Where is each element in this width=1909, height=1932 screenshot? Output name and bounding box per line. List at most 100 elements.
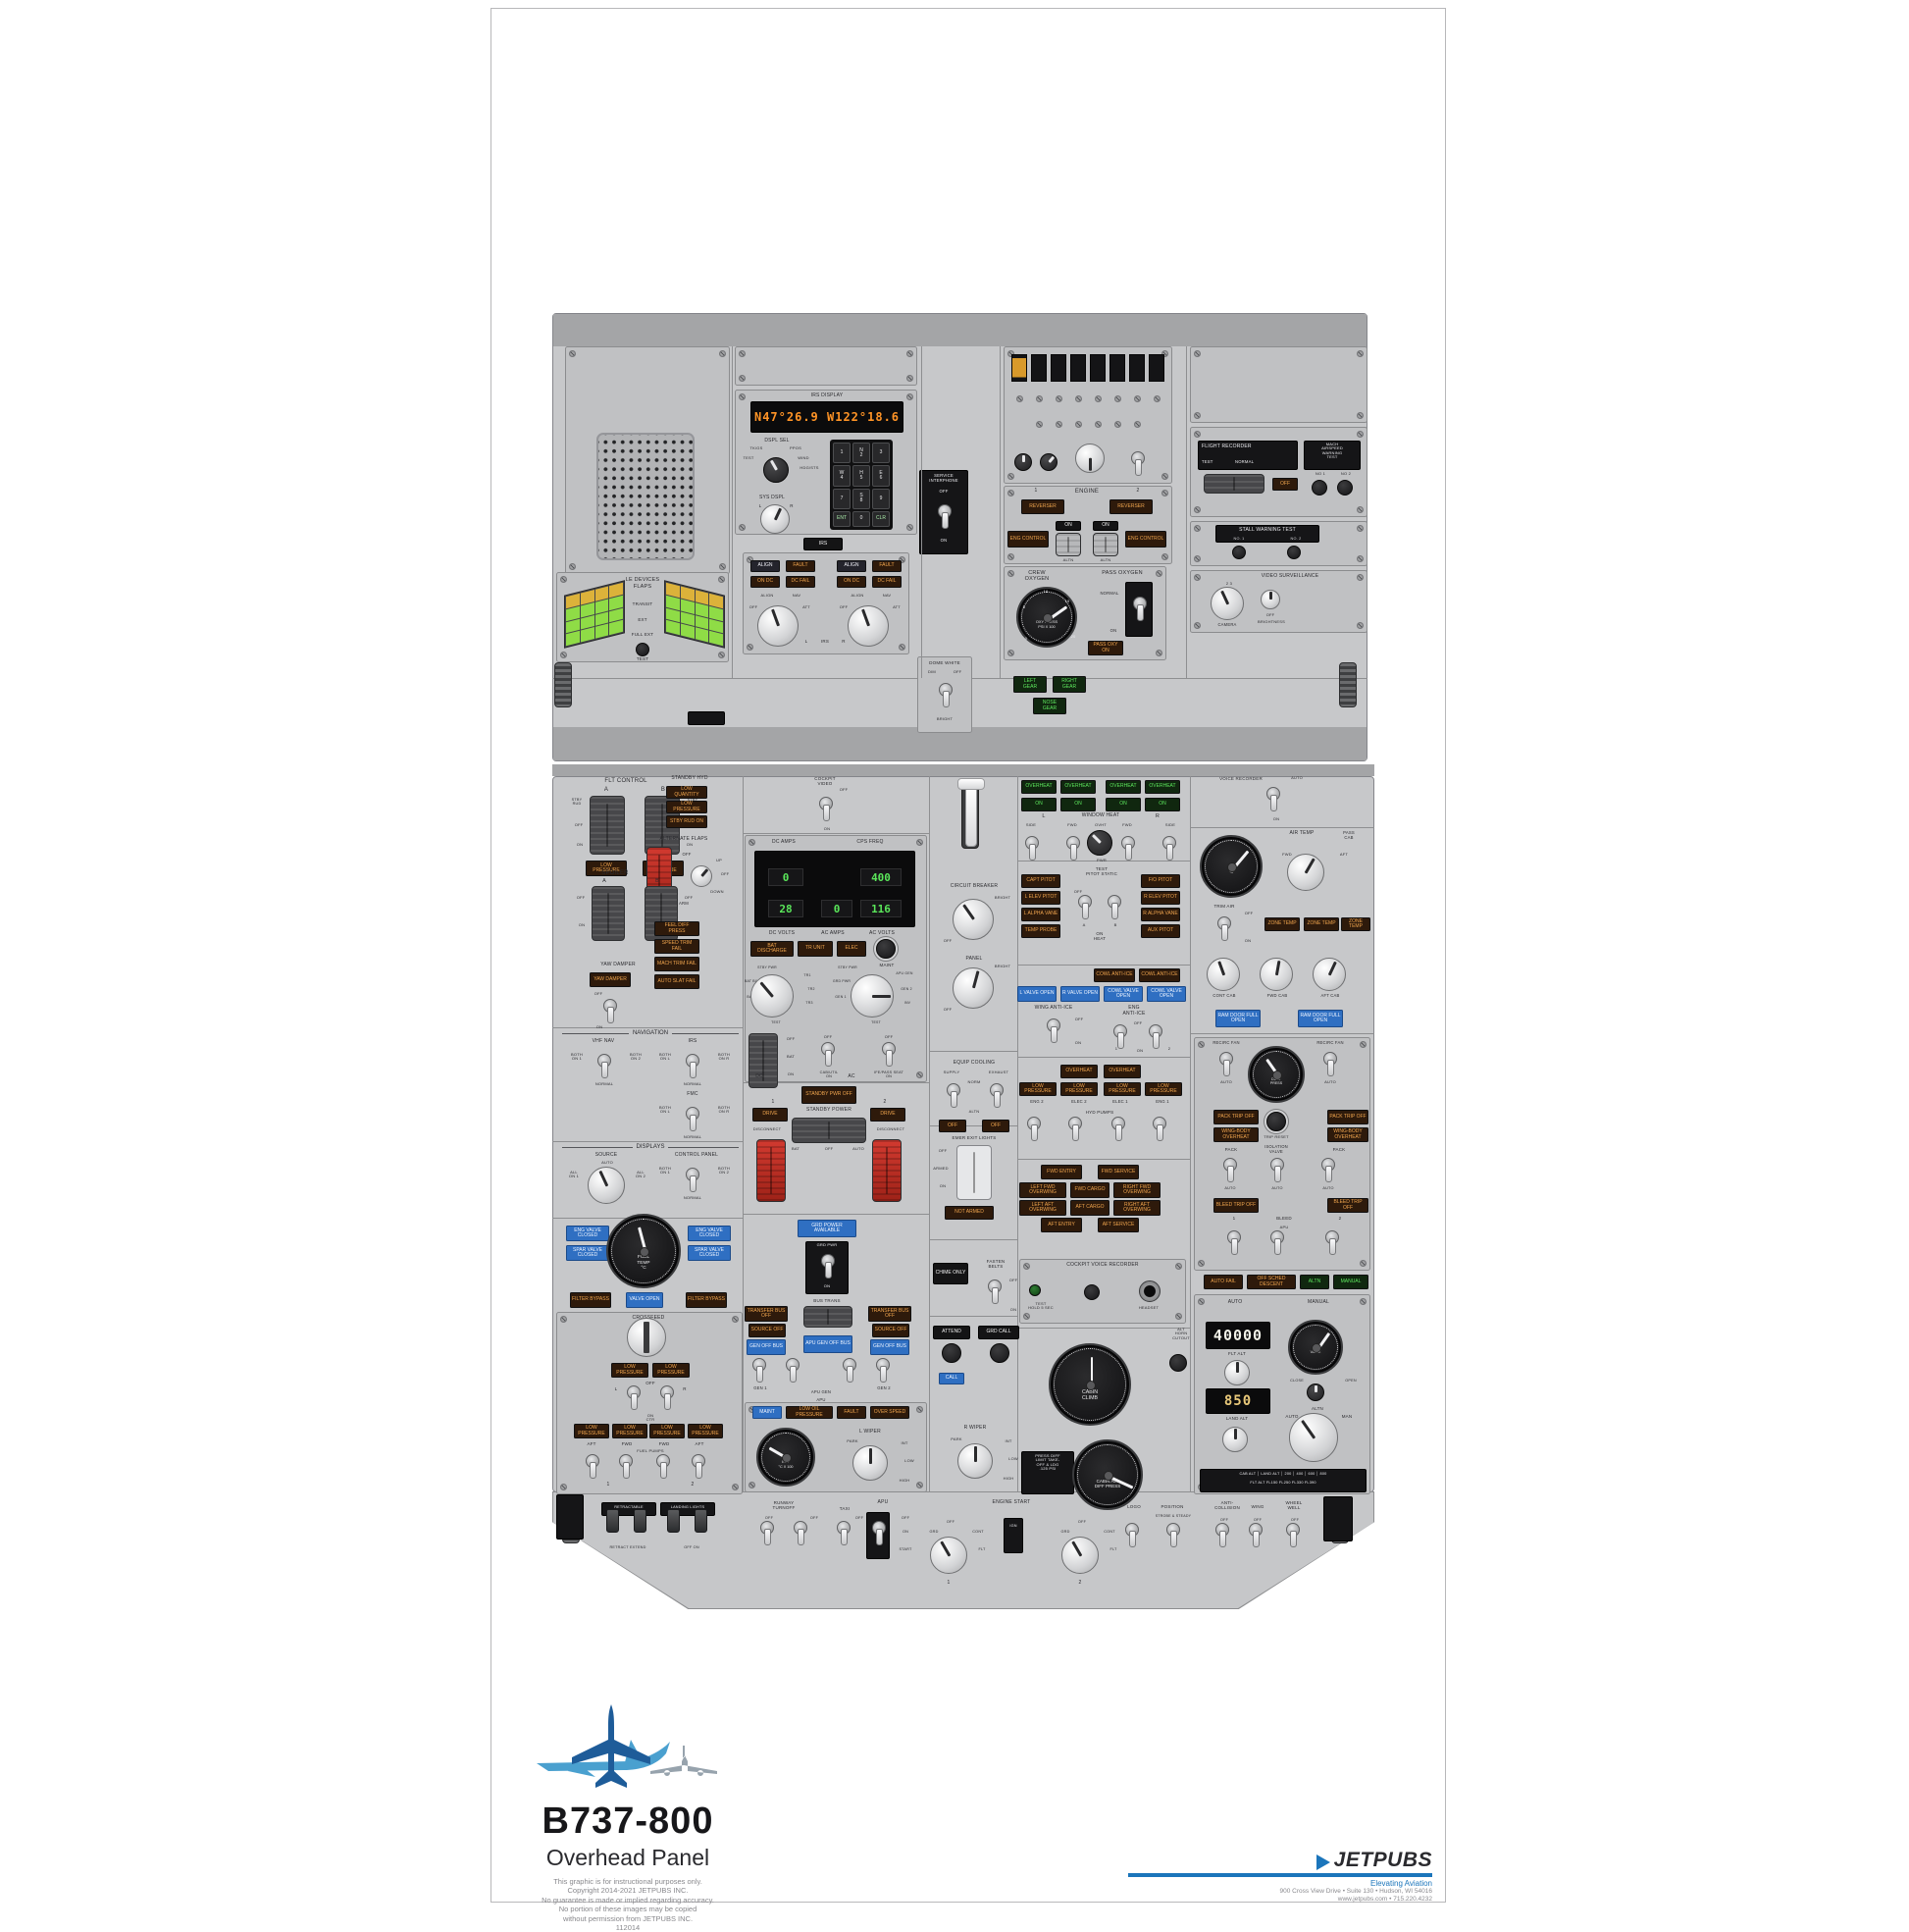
flight-recorder-switch[interactable] — [1204, 474, 1264, 494]
fasten-belts-switch[interactable] — [986, 1277, 1002, 1306]
window-heat-l-fwd-switch[interactable] — [1064, 833, 1080, 862]
drive-disconnect-1-switch[interactable] — [756, 1139, 786, 1202]
equip-cooling-exhaust-switch[interactable] — [988, 1080, 1004, 1110]
camera-selector-knob[interactable] — [1211, 587, 1244, 620]
air-temp-source-selector[interactable] — [1287, 854, 1324, 891]
window-heat-r-side-switch[interactable] — [1161, 833, 1176, 862]
pass-oxygen-switch[interactable] — [1131, 594, 1147, 623]
mach-warning-test-1-button[interactable] — [1312, 480, 1327, 496]
dome-light-switch[interactable] — [937, 680, 953, 709]
ac-meters-selector[interactable] — [851, 974, 894, 1018]
service-interphone-switch[interactable] — [936, 501, 952, 531]
right-retractable-landing-light-switch[interactable] — [634, 1509, 646, 1533]
gen-1-switch[interactable] — [750, 1355, 766, 1384]
apu-bleed-switch[interactable] — [1268, 1227, 1284, 1257]
wheel-well-light-switch[interactable] — [1284, 1520, 1300, 1549]
voice-recorder-switch[interactable] — [1264, 784, 1280, 813]
cvr-test-button[interactable] — [1084, 1284, 1100, 1300]
irs-transfer-switch[interactable] — [684, 1051, 699, 1080]
wing-anti-ice-switch[interactable] — [1045, 1016, 1060, 1045]
keypad-key-W4[interactable]: W 4 — [833, 465, 851, 487]
aft-cab-temp-selector[interactable] — [1313, 958, 1346, 991]
right-wiper-selector[interactable] — [957, 1443, 993, 1479]
circuit-breaker-light-knob[interactable] — [953, 899, 994, 940]
hyd-pump-elec-2-switch[interactable] — [1066, 1114, 1082, 1143]
spoiler-a-switch[interactable] — [592, 886, 625, 941]
maint-button[interactable] — [876, 939, 896, 959]
fuel-pump-2-fwd-switch[interactable] — [654, 1451, 670, 1481]
dspl-sel-knob[interactable] — [763, 457, 789, 483]
logo-light-switch[interactable] — [1123, 1520, 1139, 1549]
probe-heat-a-switch[interactable] — [1076, 892, 1092, 921]
window-heat-test-switch[interactable] — [1087, 830, 1112, 856]
cab-util-switch[interactable] — [819, 1039, 835, 1069]
fmc-transfer-switch[interactable] — [684, 1104, 699, 1133]
emer-exit-lights-switch[interactable] — [956, 1145, 992, 1200]
fuel-pump-2-aft-switch[interactable] — [690, 1451, 705, 1481]
test-toggle[interactable] — [1129, 448, 1145, 478]
trip-reset-button[interactable] — [1266, 1112, 1286, 1131]
fwd-cab-temp-selector[interactable] — [1260, 958, 1293, 991]
stall-warning-test-1-button[interactable] — [1232, 546, 1246, 559]
left-fixed-landing-light-switch[interactable] — [667, 1509, 680, 1533]
sys-dspl-knob[interactable] — [760, 504, 790, 534]
keypad-key-N2[interactable]: N 2 — [852, 443, 870, 464]
le-devices-test-button[interactable] — [636, 643, 649, 656]
hyd-pump-eng-2-switch[interactable] — [1025, 1114, 1041, 1143]
test-knob-left[interactable] — [1014, 453, 1032, 471]
right-recirc-fan-switch[interactable] — [1321, 1049, 1337, 1078]
aft-panel-latch-right[interactable] — [1339, 662, 1357, 707]
keypad-key-CLR[interactable]: CLR — [872, 510, 890, 527]
standby-power-switch[interactable] — [792, 1118, 866, 1143]
crossfeed-selector[interactable] — [627, 1318, 666, 1357]
ctr-fuel-pump-right-switch[interactable] — [658, 1383, 674, 1412]
alt-horn-cutout-button[interactable] — [1169, 1354, 1187, 1372]
keypad-key-9[interactable]: 9 — [872, 488, 890, 509]
ground-call-button[interactable] — [990, 1343, 1009, 1363]
irs-left-mode-selector[interactable] — [757, 605, 799, 647]
cont-cab-temp-selector[interactable] — [1207, 958, 1240, 991]
vhf-nav-transfer-switch[interactable] — [595, 1051, 611, 1080]
ctr-fuel-pump-left-switch[interactable] — [625, 1383, 641, 1412]
keypad-key-0[interactable]: 0 — [852, 510, 870, 527]
keypad-key-1[interactable]: 1 — [833, 443, 851, 464]
isolation-valve-switch[interactable] — [1268, 1155, 1284, 1184]
left-recirc-fan-switch[interactable] — [1217, 1049, 1233, 1078]
taxi-light-switch[interactable] — [835, 1518, 851, 1547]
bus-trans-switch[interactable] — [803, 1306, 852, 1328]
hyd-pump-eng-1-switch[interactable] — [1151, 1114, 1166, 1143]
test-knob-mid[interactable] — [1040, 453, 1058, 471]
cockpit-video-switch[interactable] — [817, 794, 833, 823]
engine-1-start-selector[interactable] — [930, 1537, 967, 1574]
eec-1-switch[interactable] — [1056, 533, 1081, 556]
apu-gen-1-switch[interactable] — [784, 1355, 800, 1384]
mach-warning-test-2-button[interactable] — [1337, 480, 1353, 496]
keypad-key-3[interactable]: 3 — [872, 443, 890, 464]
engine-2-start-selector[interactable] — [1061, 1537, 1099, 1574]
yaw-damper-switch[interactable] — [601, 996, 617, 1025]
gen-2-switch[interactable] — [874, 1355, 890, 1384]
probe-heat-b-switch[interactable] — [1106, 892, 1121, 921]
cvr-status-light[interactable] — [1029, 1284, 1041, 1296]
bleed-1-switch[interactable] — [1225, 1227, 1241, 1257]
panel-light-knob[interactable] — [953, 967, 994, 1009]
fuel-pump-1-fwd-switch[interactable] — [617, 1451, 633, 1481]
equip-cooling-supply-switch[interactable] — [945, 1080, 960, 1110]
drive-disconnect-2-switch[interactable] — [872, 1139, 902, 1202]
alternate-flaps-selector[interactable] — [691, 865, 712, 887]
right-pack-switch[interactable] — [1319, 1155, 1335, 1184]
aft-panel-latch-left[interactable] — [554, 662, 572, 707]
position-light-switch[interactable] — [1164, 1520, 1180, 1549]
keypad-key-H5[interactable]: H 5 — [852, 465, 870, 487]
right-fixed-landing-light-switch[interactable] — [695, 1509, 707, 1533]
eec-2-switch[interactable] — [1093, 533, 1118, 556]
left-wiper-selector[interactable] — [852, 1445, 888, 1481]
flight-altitude-knob[interactable] — [1224, 1360, 1250, 1385]
landing-altitude-knob[interactable] — [1222, 1427, 1248, 1452]
eng-1-anti-ice-switch[interactable] — [1111, 1021, 1127, 1051]
keypad-key-ENT[interactable]: ENT — [833, 510, 851, 527]
keypad-key-E6[interactable]: E 6 — [872, 465, 890, 487]
anti-collision-light-switch[interactable] — [1213, 1520, 1229, 1549]
pressurization-mode-selector[interactable] — [1289, 1413, 1338, 1462]
wing-light-switch[interactable] — [1247, 1520, 1263, 1549]
